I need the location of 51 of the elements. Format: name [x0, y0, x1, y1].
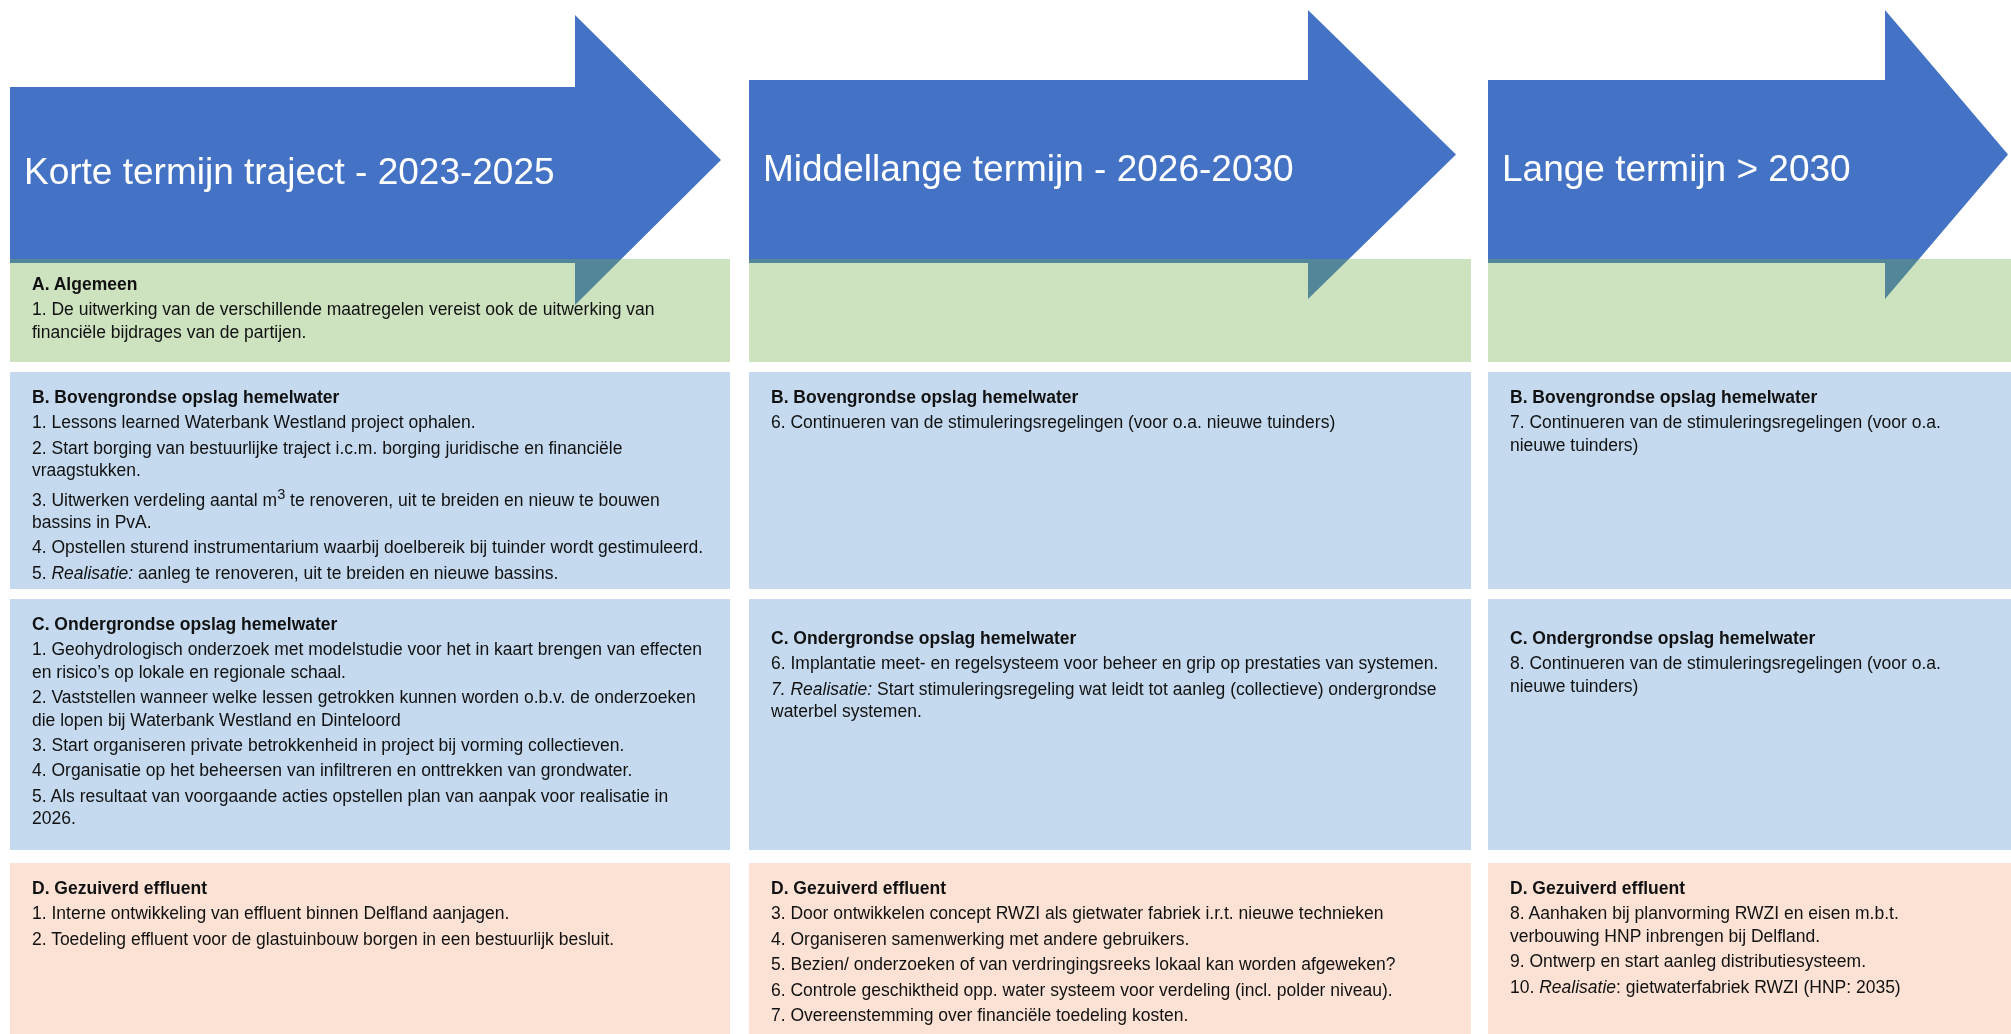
- category-heading: C. Ondergrondse opslag hemelwater: [771, 627, 1077, 650]
- action-item: 5. Realisatie: aanleg te renoveren, uit te breiden en nieuwe bassins.: [32, 561, 560, 584]
- action-item: 3. Uitwerken verdeling aantal m$^{3}$ te renoveren, uit te breiden en nieuw te bouwen bassins in PvA.: [32, 484, 661, 534]
- category-heading: B. Bovengrondse opslag hemelwater: [1510, 386, 1818, 409]
- category-panel: [749, 863, 1471, 1034]
- category-panel: [1488, 372, 2011, 589]
- action-item: 2. Toedeling effluent voor de glastuinbouw borgen in een bestuurlijk besluit.: [32, 927, 616, 951]
- action-item: 3. Door ontwikkelen concept RWZI als gietwater fabriek i.r.t. nieuwe technieken: [771, 902, 1385, 925]
- action-item: 4. Organiseren samenwerking met andere gebruikers.: [771, 927, 1191, 951]
- category-panel: [10, 863, 730, 1034]
- action-item: 4. Opstellen sturend instrumentarium waarbij doelbereik bij tuinder wordt gestimuleerd.: [32, 536, 705, 559]
- category-panel: [10, 599, 730, 850]
- action-item: 1. Lessons learned Waterbank Westland project ophalen.: [32, 411, 477, 434]
- category-panel: [1488, 259, 2011, 362]
- action-item: 7. Realisatie: Start stimuleringsregeling wat leidt tot aanleg (collectieve) ondergrondse waterbel systemen.: [771, 677, 1438, 723]
- category-panel: [1488, 599, 2011, 850]
- category-heading: D. Gezuiverd effluent: [771, 877, 947, 900]
- action-item: 1. Geohydrologisch onderzoek met modelstudie voor het in kaart brengen van effecten en risico’s op lokale en regionale schaal.: [32, 638, 703, 684]
- action-item: 6. Continueren van de stimuleringsregelingen (voor o.a. nieuwe tuinders): [771, 411, 1337, 434]
- action-item: 2. Vaststellen wanneer welke lessen getrokken kunnen worden o.b.v. de onderzoeken die lopen bij Waterbank Westland en Dinteloord: [32, 686, 697, 731]
- category-heading: C. Ondergrondse opslag hemelwater: [1510, 627, 1816, 650]
- category-heading: C. Ondergrondse opslag hemelwater: [32, 613, 338, 636]
- category-panel: [1488, 863, 2011, 1034]
- category-panel: [749, 599, 1471, 850]
- action-item: 3. Start organiseren private betrokkenheid in project bij vorming collectieven.: [32, 733, 626, 757]
- category-heading: B. Bovengrondse opslag hemelwater: [32, 386, 340, 409]
- action-item: 7. Continueren van de stimuleringsregelingen (voor o.a. nieuwe tuinders): [1510, 411, 1942, 457]
- action-item: 4. Organisatie op het beheersen van infiltreren en onttrekken van grondwater.: [32, 759, 634, 782]
- action-item: 6. Implantatie meet- en regelsysteem voor beheer en grip op prestaties van systemen.: [771, 652, 1440, 675]
- action-item: 7. Overeenstemming over financiële toedeling kosten.: [771, 1003, 1190, 1027]
- phase-title: Lange termijn > 2030: [1502, 147, 1851, 190]
- phase-title: Middellange termijn - 2026-2030: [763, 147, 1294, 190]
- action-item: 1. De uitwerking van de verschillende maatregelen vereist ook de uitwerking van financiële bijdrages van de partijen.: [32, 298, 656, 344]
- action-item: 9. Ontwerp en start aanleg distributiesysteem.: [1510, 950, 1867, 973]
- category-panel: [10, 372, 730, 589]
- category-heading: B. Bovengrondse opslag hemelwater: [771, 386, 1079, 409]
- category-panel: [749, 372, 1471, 589]
- category-heading: D. Gezuiverd effluent: [1510, 877, 1686, 900]
- action-item: 10. Realisatie: gietwaterfabriek RWZI (HNP: 2035): [1510, 975, 1902, 998]
- action-item: 5. Bezien/ onderzoeken of van verdringingsreeks lokaal kan worden afgeweken?: [771, 953, 1397, 976]
- category-panel: [10, 259, 730, 362]
- phase-title: Korte termijn traject - 2023-2025: [24, 151, 555, 193]
- action-item: 5. Als resultaat van voorgaande acties opstellen plan van aanpak voor realisatie in 2026.: [32, 784, 670, 830]
- category-panel: [749, 259, 1471, 362]
- category-heading: D. Gezuiverd effluent: [32, 877, 208, 900]
- action-item: 8. Aanhaken bij planvorming RWZI en eisen m.b.t. verbouwing HNP inbrengen bij Delfland.: [1510, 902, 1900, 948]
- action-item: 2. Start borging van bestuurlijke traject i.c.m. borging juridische en financiële vraagstukken.: [32, 436, 624, 482]
- action-item: 1. Interne ontwikkeling van effluent binnen Delfland aanjagen.: [32, 902, 511, 925]
- category-heading: A. Algemeen: [32, 273, 138, 296]
- action-item: 6. Controle geschiktheid opp. water systeem voor verdeling (incl. polder niveau).: [771, 978, 1394, 1001]
- action-item: 8. Continueren van de stimuleringsregelingen (voor o.a. nieuwe tuinders): [1510, 652, 1942, 698]
